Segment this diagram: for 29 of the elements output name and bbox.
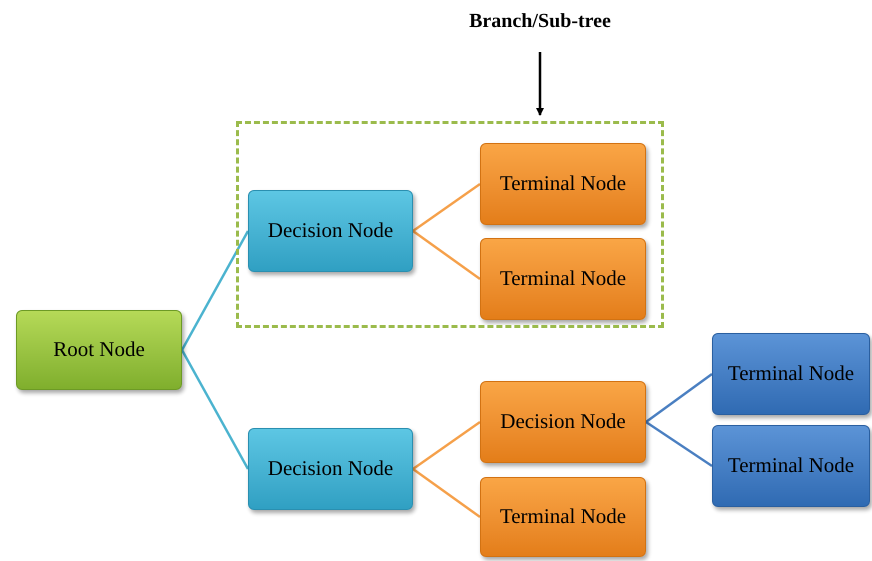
connector-line [412, 468, 481, 518]
node-label: Decision Node [268, 217, 394, 244]
node-label: Root Node [53, 336, 145, 364]
subtree-dashed-frame [236, 121, 664, 328]
node-label: Terminal Node [500, 503, 626, 530]
connector-line [645, 372, 713, 424]
connector-line [180, 349, 250, 470]
node-label: Decision Node [500, 408, 626, 436]
connector-line [645, 420, 713, 468]
connector-line [412, 182, 481, 232]
decision-node-box [248, 190, 413, 272]
heading-label: Branch/Sub-tree [469, 9, 611, 34]
decision-node-box [480, 381, 646, 463]
root-node-box [16, 310, 182, 390]
node-label: Terminal Node [500, 170, 626, 198]
connector-line [180, 230, 250, 351]
terminal-node-box [712, 425, 870, 507]
terminal-node-box [480, 238, 646, 320]
terminal-node-box [712, 333, 870, 415]
connector-line [412, 420, 481, 470]
node-label: Terminal Node [728, 360, 854, 388]
terminal-node-box [480, 143, 646, 225]
decision-node-box [248, 428, 413, 510]
node-label: Decision Node [268, 455, 394, 482]
node-label: Terminal Node [728, 452, 854, 480]
node-label: Terminal Node [500, 265, 626, 292]
arrow [536, 52, 544, 116]
connector-line [412, 230, 481, 280]
terminal-node-box [480, 477, 646, 557]
